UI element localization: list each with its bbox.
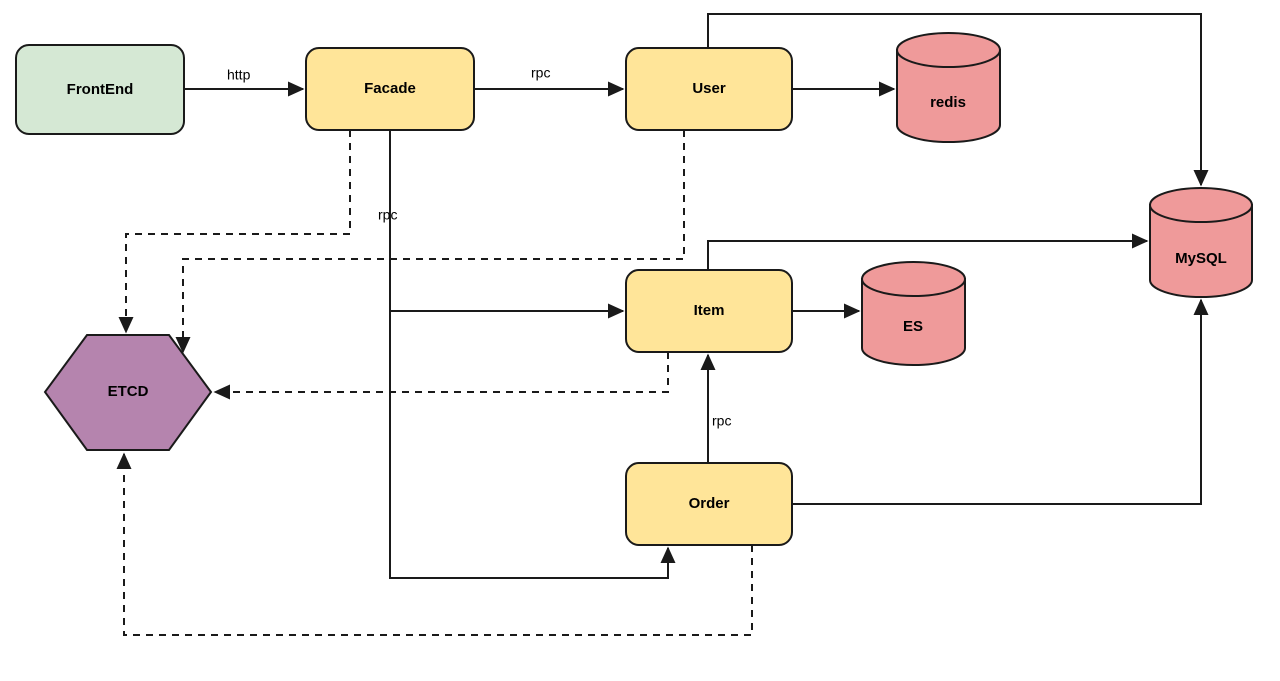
node-redis[interactable]: redis	[896, 32, 1001, 143]
edge-facade-etcd	[118, 130, 351, 334]
node-es-body[interactable]	[861, 278, 966, 366]
node-es-top[interactable]	[861, 261, 966, 297]
node-frontend-shape[interactable]	[15, 44, 185, 135]
node-redis-top[interactable]	[896, 32, 1001, 68]
edge-label-http: http	[227, 67, 251, 83]
node-facade-shape[interactable]	[305, 47, 475, 131]
node-item-shape[interactable]	[625, 269, 793, 353]
node-redis-body[interactable]	[896, 49, 1001, 143]
edges-layer	[116, 13, 1209, 636]
nodes-layer: FrontEnd Facade User Item Order	[15, 32, 1253, 546]
node-mysql-top[interactable]	[1149, 187, 1253, 223]
edge-item-mysql	[707, 233, 1149, 270]
edge-facade-order	[389, 311, 676, 579]
edge-label-rpc-order-item: rpc	[712, 413, 731, 429]
node-etcd[interactable]: ETCD	[43, 334, 213, 451]
node-item[interactable]: Item	[625, 269, 793, 353]
node-etcd-shape[interactable]	[43, 334, 213, 451]
edge-order-mysql	[792, 298, 1209, 505]
node-order[interactable]: Order	[625, 462, 793, 546]
edge-facade-item	[389, 130, 625, 319]
node-order-shape[interactable]	[625, 462, 793, 546]
node-user[interactable]: User	[625, 47, 793, 131]
edge-item-etcd	[213, 352, 669, 400]
edge-label-rpc-facade-item: rpc	[378, 207, 397, 223]
node-facade[interactable]: Facade	[305, 47, 475, 131]
node-mysql-body[interactable]	[1149, 204, 1253, 298]
node-user-shape[interactable]	[625, 47, 793, 131]
edge-label-rpc-facade-user: rpc	[531, 65, 550, 81]
node-es[interactable]: ES	[861, 261, 966, 366]
node-frontend[interactable]: FrontEnd	[15, 44, 185, 135]
edge-user-mysql	[707, 13, 1209, 187]
edge-user-etcd	[175, 130, 685, 354]
edge-order-etcd	[116, 452, 753, 636]
node-mysql[interactable]: MySQL	[1149, 187, 1253, 298]
